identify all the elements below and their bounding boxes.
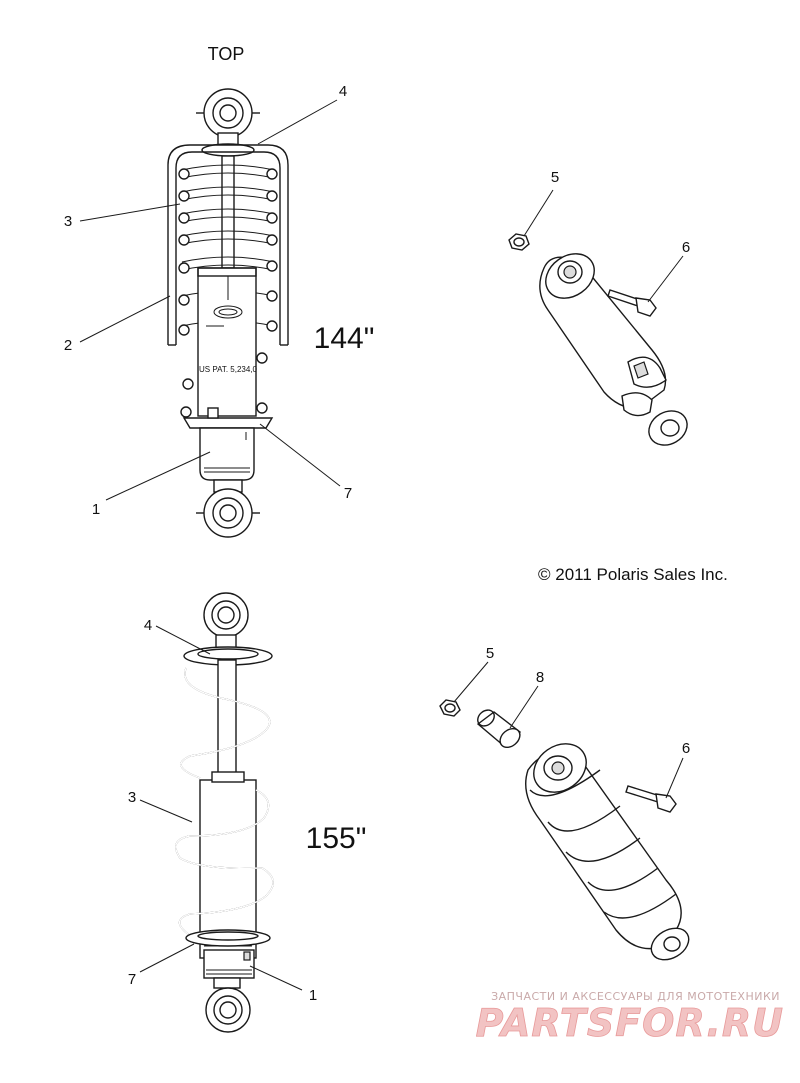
callout-144-2: 2 [64,337,72,354]
copyright-text: © 2011 Polaris Sales Inc. [538,565,728,584]
watermark-subtitle: ЗАПЧАСТИ И АКСЕССУАРЫ ДЛЯ МОТОТЕХНИКИ [491,990,780,1003]
size-label-155: 155" [306,822,367,855]
watermark-brand: PARTSFOR.RU [476,1001,784,1045]
callout-155-4: 4 [144,617,152,634]
shock-155-iso-drawing [439,661,690,961]
shock-144-drawing: US PAT. 5,234,0 [79,88,341,538]
shock-144-iso-drawing [508,189,688,446]
callout-iso2-5: 5 [486,645,494,662]
size-label-144: 144" [314,322,375,355]
callout-155-1: 1 [309,987,317,1004]
callout-144-4: 4 [339,83,347,100]
callout-155-3: 3 [128,789,136,806]
callout-144-3: 3 [64,213,72,230]
callout-144-1: 1 [92,501,100,518]
top-label: TOP [208,44,245,64]
body-patent-text: US PAT. 5,234,0 [199,365,258,374]
callout-144-7: 7 [344,485,352,502]
shock-155-drawing [139,592,303,1033]
callout-iso2-6: 6 [682,740,690,757]
callout-iso2-8: 8 [536,669,544,686]
callout-iso-6: 6 [682,239,690,256]
callout-155-7: 7 [128,971,136,988]
callout-iso-5: 5 [551,169,559,186]
